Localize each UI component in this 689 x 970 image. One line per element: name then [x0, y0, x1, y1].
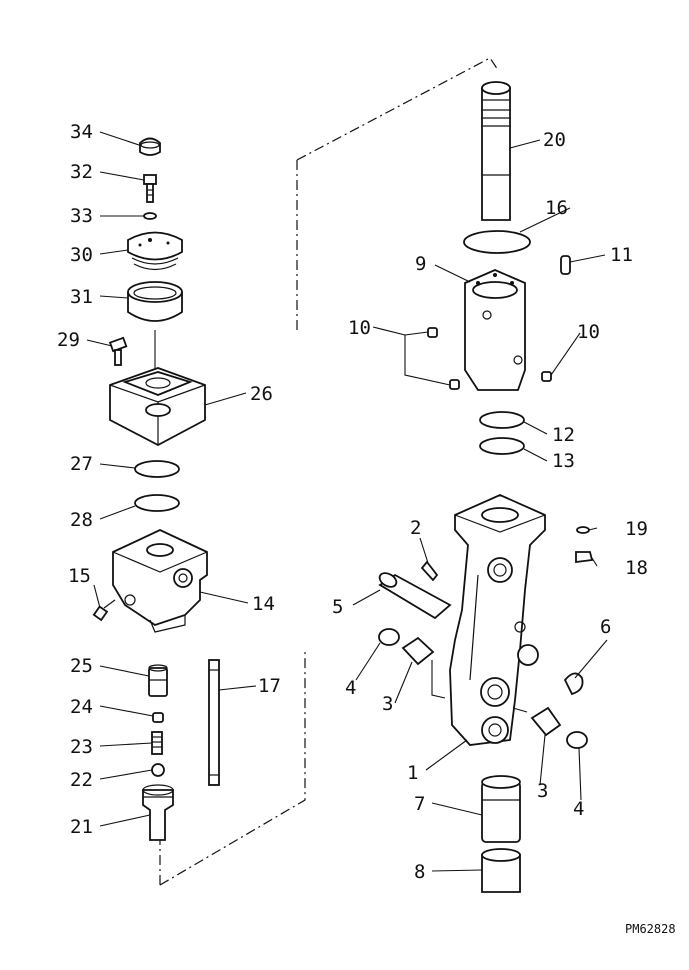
- callout-12: 12: [552, 424, 575, 446]
- grease-fitting-2: [420, 560, 439, 582]
- clip-6: [563, 672, 584, 696]
- callout-33: 33: [70, 205, 93, 227]
- washer-19: [576, 526, 590, 534]
- main-bracket-1: [449, 494, 546, 746]
- callout-10-right: 10: [577, 321, 600, 343]
- callout-7: 7: [414, 793, 425, 815]
- o-ring-16: [463, 230, 531, 254]
- ring-13: [479, 437, 525, 455]
- callout-11: 11: [610, 244, 633, 266]
- cylinder-body-9: [464, 269, 526, 391]
- o-ring-27: [134, 460, 180, 478]
- callout-3-left: 3: [382, 693, 393, 715]
- pin-5: [378, 572, 452, 620]
- pin-11: [560, 255, 571, 275]
- callout-21: 21: [70, 816, 93, 838]
- ring-cup-31: [127, 281, 183, 322]
- callout-30: 30: [70, 244, 93, 266]
- nut-18: [575, 551, 594, 564]
- o-ring-28: [134, 494, 180, 512]
- callout-3-right: 3: [537, 780, 548, 802]
- sleeve-25: [148, 664, 168, 697]
- callout-19: 19: [625, 518, 648, 540]
- callout-22: 22: [70, 769, 93, 791]
- cover-plug-30: [127, 231, 183, 271]
- callout-16: 16: [545, 197, 568, 219]
- stud-rod-17: [208, 659, 220, 786]
- plug-21: [142, 784, 174, 841]
- bushing-3-right: [530, 706, 562, 737]
- callout-18: 18: [625, 557, 648, 579]
- assembly-boundary-lines: [159, 57, 499, 886]
- sleeve-8: [481, 848, 521, 893]
- callout-5: 5: [332, 596, 343, 618]
- callout-29: 29: [57, 329, 80, 351]
- callout-27: 27: [70, 453, 93, 475]
- bolt-29: [108, 336, 128, 366]
- callout-15: 15: [68, 565, 91, 587]
- callout-25: 25: [70, 655, 93, 677]
- screw-24: [152, 712, 164, 723]
- callout-26: 26: [250, 383, 273, 405]
- cap-nut-34: [139, 137, 161, 156]
- callout-10-left: 10: [348, 317, 371, 339]
- bolt-10-lower: [449, 379, 460, 390]
- callout-9: 9: [415, 253, 426, 275]
- callout-labels: 34 32 33 30 31 29 26 27 28 15 14 25 24 2…: [57, 121, 676, 936]
- spring-23: [151, 731, 163, 755]
- callout-32: 32: [70, 161, 93, 183]
- callout-28: 28: [70, 509, 93, 531]
- bolt-10-upper: [427, 327, 438, 338]
- sleeve-7: [481, 775, 521, 843]
- callout-4-right: 4: [573, 798, 584, 820]
- callout-31: 31: [70, 286, 93, 308]
- callout-6: 6: [600, 616, 611, 638]
- bolt-10-right: [541, 371, 552, 382]
- ring-4-left: [378, 628, 400, 646]
- valve-housing-14: [112, 529, 208, 633]
- washer-33: [143, 212, 157, 220]
- callout-20: 20: [543, 129, 566, 151]
- callout-13: 13: [552, 450, 575, 472]
- ring-4-right: [566, 731, 588, 749]
- bushing-3-left: [401, 636, 435, 666]
- callout-4-left: 4: [345, 677, 356, 699]
- callout-14: 14: [252, 593, 275, 615]
- callout-8: 8: [414, 861, 425, 883]
- tube-20: [481, 81, 511, 221]
- callout-23: 23: [70, 736, 93, 758]
- leader-lines: [86, 131, 608, 872]
- ring-12: [479, 411, 525, 429]
- callout-17: 17: [258, 675, 281, 697]
- callout-24: 24: [70, 696, 93, 718]
- callout-34: 34: [70, 121, 93, 143]
- valve-block-26: [109, 367, 206, 447]
- callout-1: 1: [407, 762, 418, 784]
- bolt-32: [143, 174, 157, 203]
- bolt-15: [92, 599, 116, 622]
- figure-code: PM62828: [625, 922, 676, 936]
- ball-22: [151, 763, 165, 777]
- callout-2: 2: [410, 517, 421, 539]
